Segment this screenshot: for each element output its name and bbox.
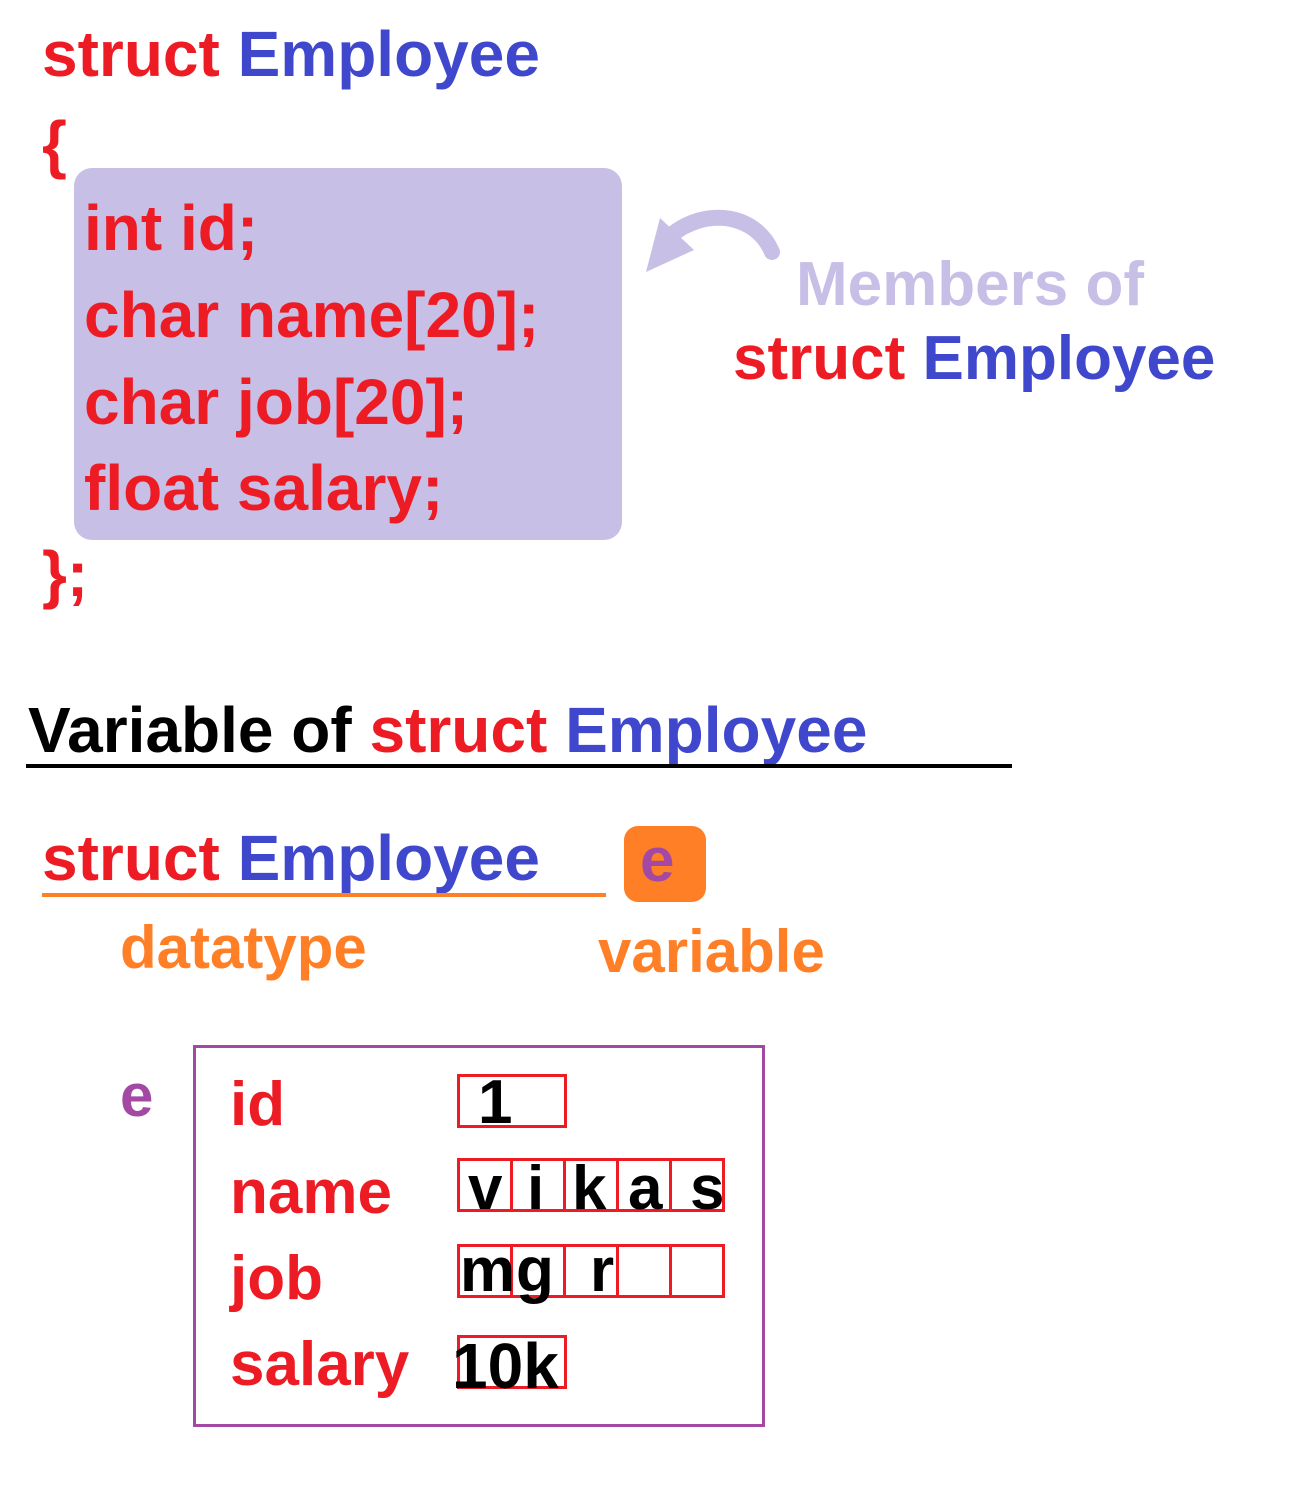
salary-cell-divider <box>457 1335 513 1389</box>
struct-header: struct Employee <box>42 22 540 86</box>
member-id: int id; <box>84 192 259 264</box>
salary-value: 10k <box>452 1330 559 1402</box>
name-cell <box>669 1158 725 1212</box>
memory-variable-label: e <box>120 1062 154 1129</box>
id-value: 1 <box>478 1068 513 1137</box>
heading-prefix: Variable of <box>28 694 352 766</box>
heading-underline <box>26 764 1012 768</box>
struct-keyword: struct <box>42 18 220 90</box>
member-salary: float salary; <box>84 452 444 524</box>
name-char: a <box>628 1154 663 1223</box>
id-cell-divider <box>457 1074 513 1128</box>
job-char: m <box>460 1236 516 1305</box>
member-job: char job[20]; <box>84 366 469 438</box>
struct-name: Employee <box>237 18 540 90</box>
variable-badge-text: e <box>640 826 675 895</box>
annotation-name: Employee <box>922 324 1216 393</box>
name-char: s <box>690 1154 725 1223</box>
name-char: v <box>468 1154 503 1223</box>
variable-badge: e <box>624 826 706 902</box>
field-label-salary: salary <box>230 1330 410 1399</box>
field-label-id: id <box>230 1070 286 1139</box>
variable-heading: Variable of struct Employee <box>28 698 867 762</box>
job-cell <box>616 1244 672 1298</box>
declaration-name: Employee <box>237 822 540 894</box>
job-cell <box>669 1244 725 1298</box>
curved-arrow-icon <box>646 209 780 272</box>
field-label-name: name <box>230 1158 392 1227</box>
heading-keyword: struct <box>369 694 548 766</box>
job-char: g <box>516 1236 554 1305</box>
datatype-label: datatype <box>120 914 367 981</box>
annotation-label: Members of <box>796 250 1144 319</box>
members-box <box>74 168 622 540</box>
declaration-keyword: struct <box>42 822 220 894</box>
datatype-underline <box>42 893 606 897</box>
open-brace: { <box>42 108 67 180</box>
member-name: char name[20]; <box>84 279 540 351</box>
variable-label: variable <box>598 918 825 985</box>
heading-name: Employee <box>565 694 868 766</box>
memory-box <box>193 1045 765 1427</box>
close-brace: }; <box>42 538 89 610</box>
field-label-job: job <box>230 1244 323 1313</box>
name-char: i <box>527 1154 545 1223</box>
name-char: k <box>572 1154 607 1223</box>
declaration-type: struct Employee <box>42 826 540 890</box>
job-char: r <box>590 1236 615 1305</box>
annotation-struct: struct Employee <box>733 328 1215 390</box>
annotation-keyword: struct <box>733 324 906 393</box>
